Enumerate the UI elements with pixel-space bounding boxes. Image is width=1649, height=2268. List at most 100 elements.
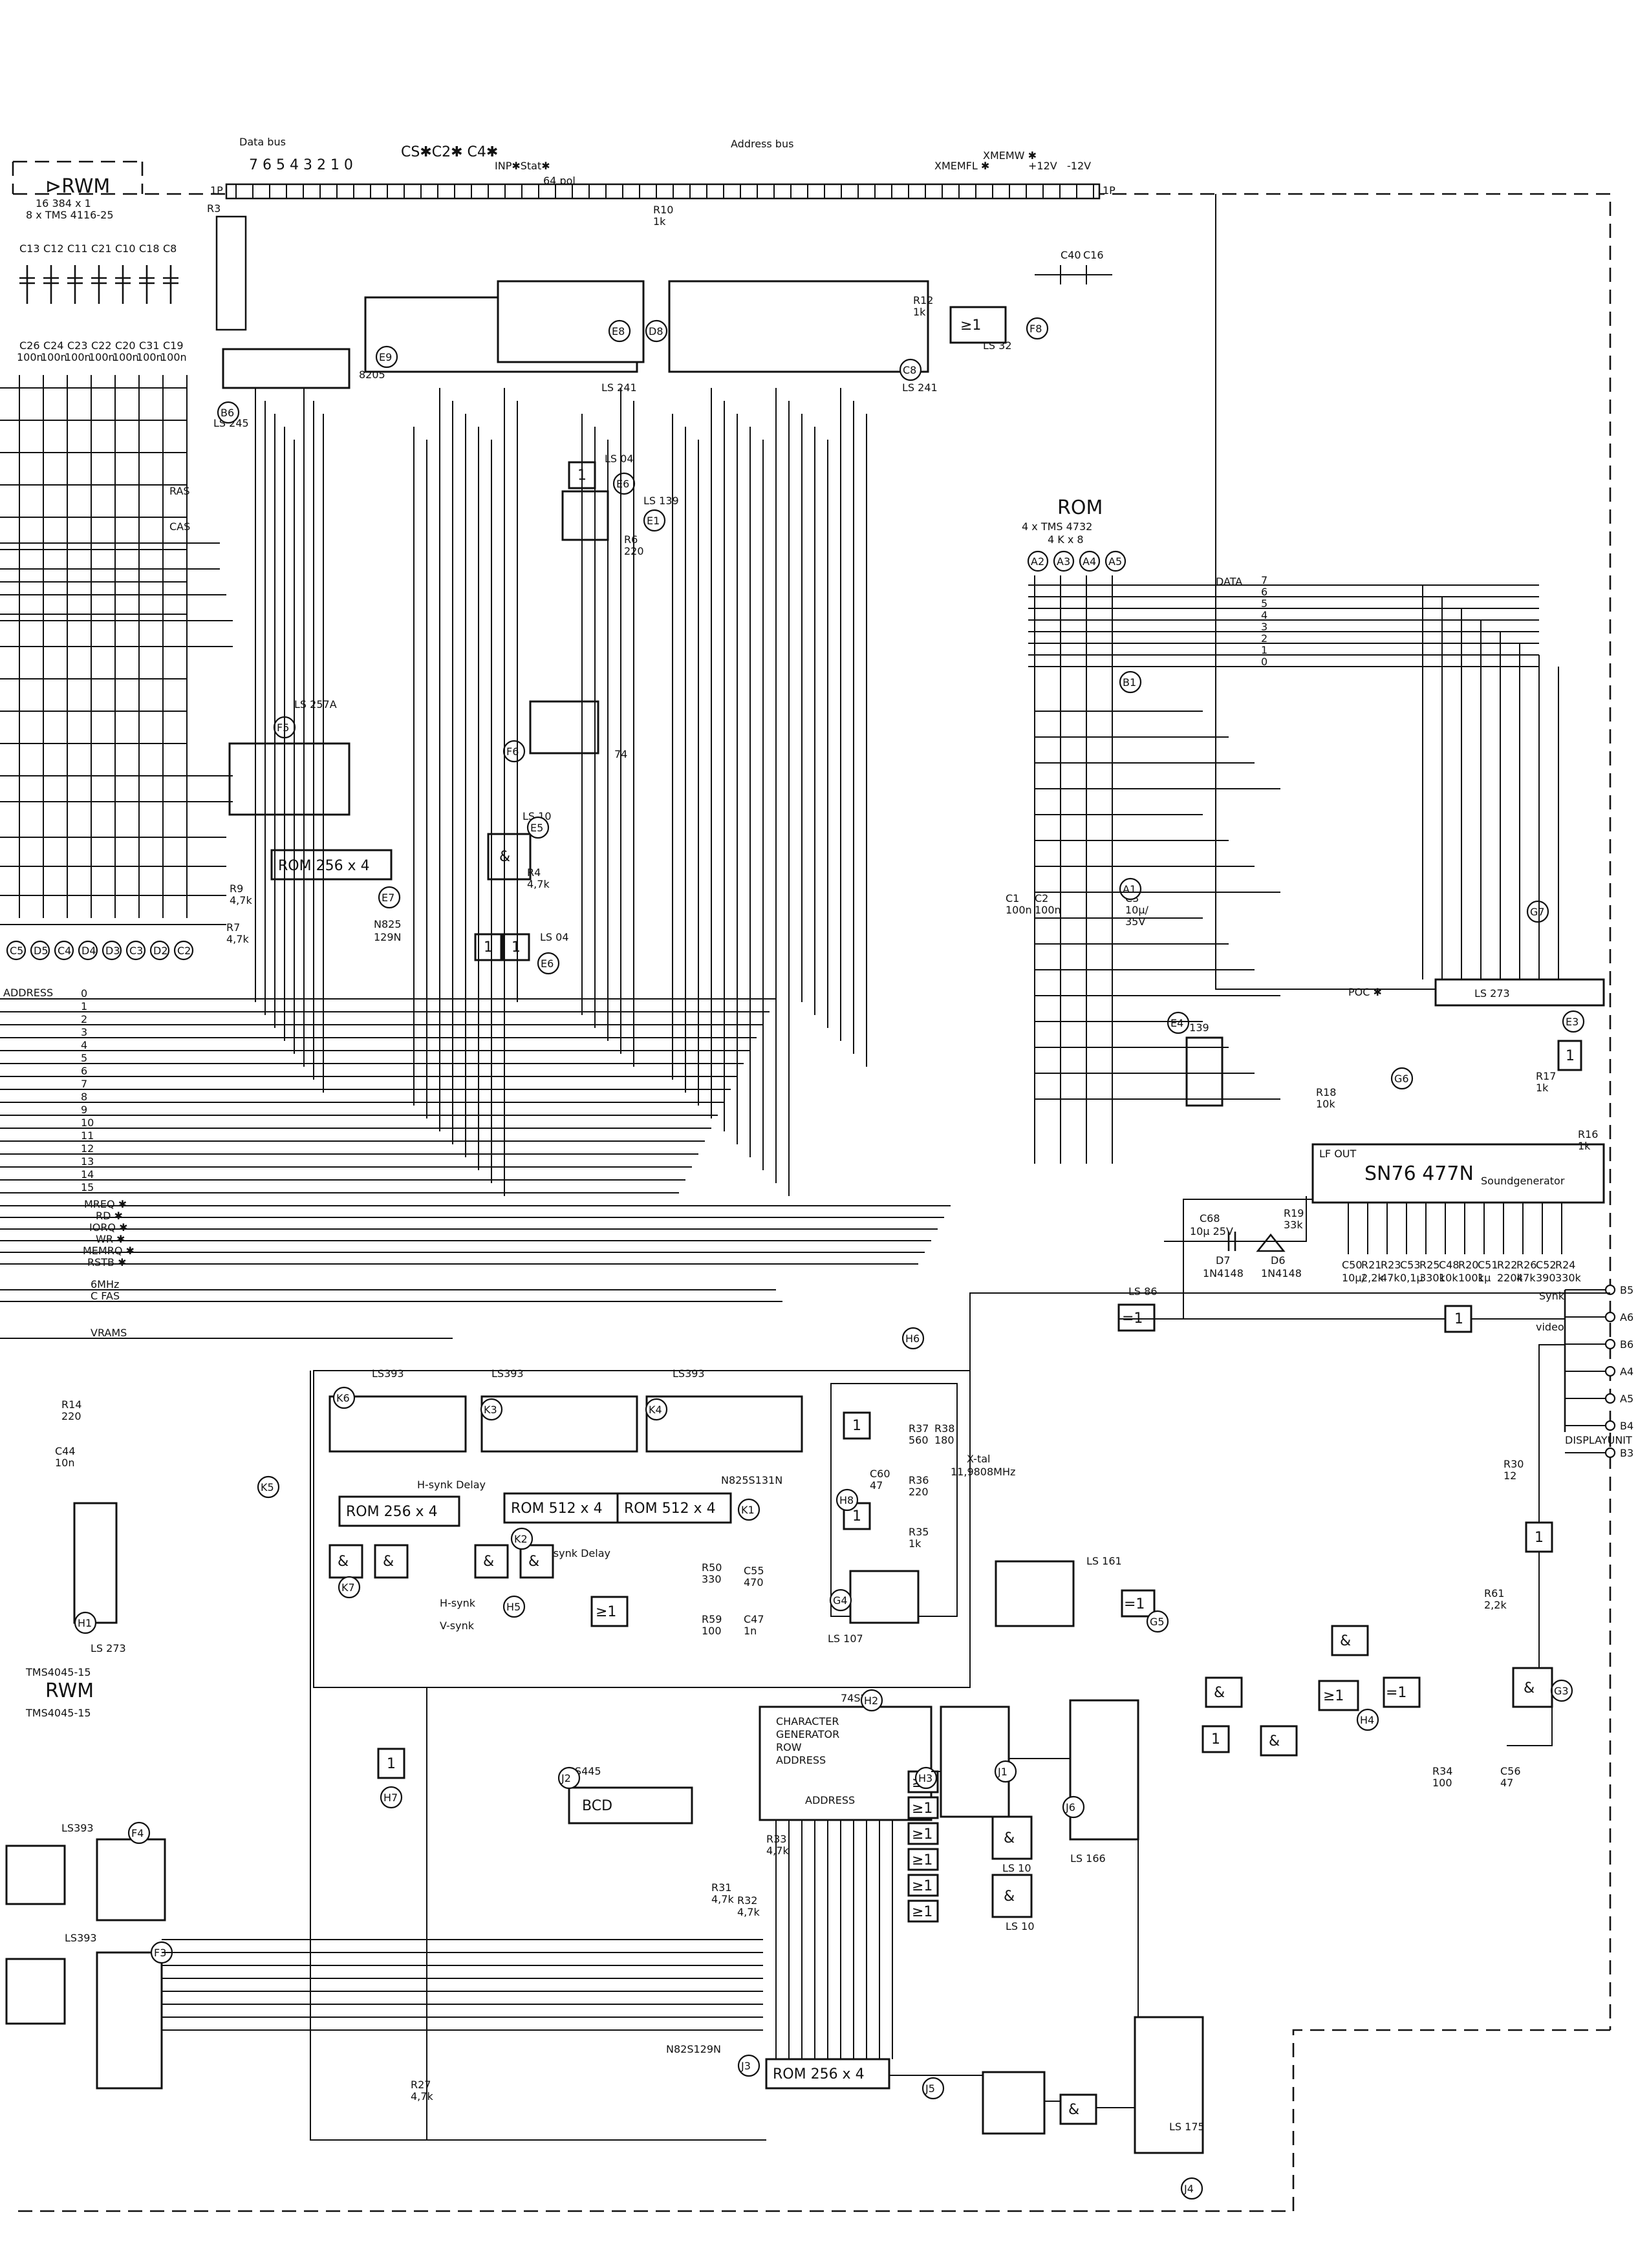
chip-ls139-right xyxy=(1185,1036,1223,1107)
rom-data-num: 3 xyxy=(1261,621,1267,633)
ref-text-f6: F6 xyxy=(506,745,519,758)
rom-sub2: 4 K x 8 xyxy=(1048,533,1084,546)
ref-text-b6: B6 xyxy=(221,407,234,419)
c44-label: C44 xyxy=(55,1445,76,1457)
or-gate-sym: ≥1 xyxy=(912,1904,932,1920)
sound-cap-val: 1μ xyxy=(1478,1272,1491,1284)
ref-circle-a1 xyxy=(1119,877,1142,901)
conn-pin-circle xyxy=(1604,1365,1616,1377)
sound-cap-val: 47k xyxy=(1381,1272,1400,1284)
gate-ls86-g6 xyxy=(1383,1676,1421,1708)
ls257-label: LS 257A xyxy=(294,698,337,711)
n825131-label: N825S131N xyxy=(721,1474,782,1486)
sound-cap-val: 2,2k xyxy=(1361,1272,1384,1284)
lf-out-label: LF OUT xyxy=(1319,1148,1357,1160)
or-gate xyxy=(907,1796,939,1819)
chip-7474-ff xyxy=(529,700,599,754)
gate-ls08-h5b xyxy=(1260,1725,1298,1757)
wiring xyxy=(162,194,1610,2141)
sound-section: LS 273 POC ✱ SN76 477N Soundgenerator LF… xyxy=(1164,978,1605,1284)
chip-ls175 xyxy=(1134,2016,1204,2154)
ram-cap-bot: C23 xyxy=(67,339,88,352)
ref-circle-j4 xyxy=(1180,2177,1203,2200)
chargen-l3: ROW xyxy=(776,1741,802,1753)
ram-ref-circle xyxy=(78,940,98,961)
ls393c-label: LS393 xyxy=(673,1367,705,1380)
ref-circle-k1 xyxy=(737,1498,760,1521)
ref-text-f5: F5 xyxy=(277,722,289,734)
ref-circle-h2 xyxy=(860,1689,883,1712)
chip-ls393-e2 xyxy=(96,1951,163,2090)
address-bus-label: Address bus xyxy=(731,138,793,150)
wr-signal: WR ✱ xyxy=(96,1233,125,1245)
address-num: 15 xyxy=(81,1181,94,1193)
ref-circle-b1 xyxy=(1119,670,1142,694)
ram-ref-text: C4 xyxy=(58,945,71,957)
xtal-label: X-tal xyxy=(967,1453,990,1465)
edge-connector-pins xyxy=(235,184,1094,198)
ls393e-label: LS393 xyxy=(65,1932,97,1944)
ref-circle-g7 xyxy=(1526,900,1549,923)
chip-ls393-b xyxy=(480,1395,638,1453)
ref-text-e6b: E6 xyxy=(541,957,554,970)
sound-cap-row: C5010μ/R212,2kR2347kC530,1μR25330kC4810k… xyxy=(1342,1203,1582,1284)
sound-cap-name: R22 xyxy=(1497,1259,1517,1271)
ref-circle-j6 xyxy=(1062,1795,1085,1819)
rom-data-num: 7 xyxy=(1261,574,1267,586)
chip-rom512x4-b xyxy=(616,1492,732,1524)
c40-label: C40 xyxy=(1061,249,1081,261)
ram-ref-text: D3 xyxy=(105,945,120,957)
ram-cap-top: C13 xyxy=(19,242,40,255)
video-timing-block: LS393 LS393 LS393 ROM 256 x 4 ROM 512 x … xyxy=(313,1367,971,1688)
ref-text-h3: H3 xyxy=(918,1772,932,1784)
svg-text:&: & xyxy=(1004,1830,1015,1846)
ref-text-c8: C8 xyxy=(903,364,916,376)
ram-ref-text: C3 xyxy=(129,945,143,957)
timing-frame xyxy=(313,1370,971,1688)
video-feed xyxy=(1507,1552,1553,1746)
svg-text:1: 1 xyxy=(1454,1311,1463,1327)
gate-and-3 xyxy=(474,1544,509,1579)
sound-cap-val: 330k xyxy=(1555,1272,1582,1284)
c68-label: C68 xyxy=(1200,1212,1220,1225)
address-num: 14 xyxy=(81,1168,94,1181)
chip-ls393-c xyxy=(645,1395,803,1453)
ls273b-label: LS 273 xyxy=(91,1642,126,1654)
ram-cap-val: 100n xyxy=(89,351,115,363)
ram-cap-top: C11 xyxy=(67,242,88,255)
ram-cap-top: C8 xyxy=(163,242,177,255)
conn-pin-label: A4 xyxy=(1620,1365,1633,1378)
ref-circle-g5 xyxy=(1146,1610,1169,1633)
ram-ref-text: D5 xyxy=(34,945,48,957)
ref-circle-e1 xyxy=(643,509,666,532)
svg-text:&: & xyxy=(383,1554,394,1570)
bcd-label: BCD xyxy=(582,1798,612,1814)
d7-label: D7 xyxy=(1216,1254,1231,1267)
ram-cap-bot: C31 xyxy=(139,339,160,352)
ref-text-e8: E8 xyxy=(612,325,625,337)
cap-symbol xyxy=(19,265,35,304)
ram-cap-bot: C20 xyxy=(115,339,136,352)
rom-ref-circle xyxy=(1053,550,1075,572)
ras-label: RAS xyxy=(169,485,190,497)
chip-ls04-a xyxy=(474,933,502,961)
xmemfl-label: XMEMFL ✱ xyxy=(934,160,989,172)
ref-circle-h5 xyxy=(502,1595,526,1618)
ref-circle-c8 xyxy=(899,358,922,381)
mreq-signal: MREQ ✱ xyxy=(84,1198,127,1210)
sound-cap-val: 10μ/ xyxy=(1342,1272,1366,1284)
chargen-addr: ADDRESS xyxy=(805,1794,855,1806)
ref-text-j4: J4 xyxy=(1183,2183,1194,2195)
ref-circle-k5 xyxy=(257,1475,280,1499)
dispunit-label: DISPLAYUNIT xyxy=(1565,1434,1632,1446)
